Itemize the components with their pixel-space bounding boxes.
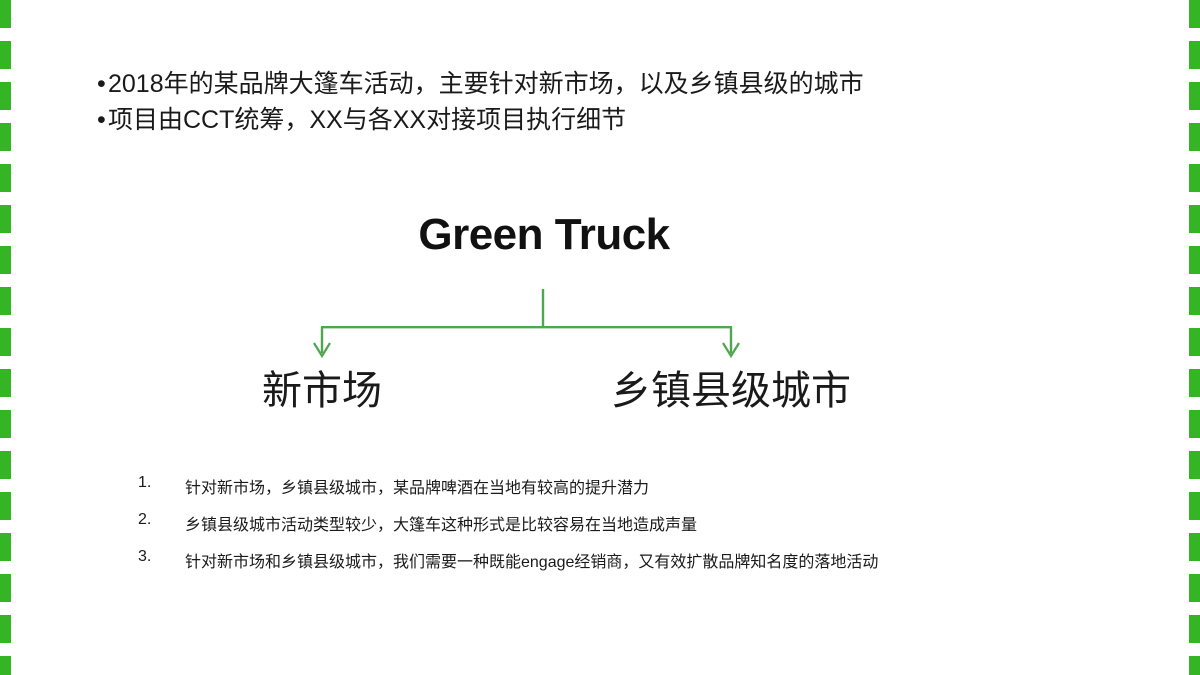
list-item-number: 3. — [138, 548, 152, 565]
list-item: 3. 针对新市场和乡镇县级城市，我们需要一种既能engage经销商，又有效扩散品… — [138, 548, 1138, 585]
list-item: 2. 乡镇县级城市活动类型较少，大篷车这种形式是比较容易在当地造成声量 — [138, 511, 1138, 548]
bullet-marker-icon: • — [97, 106, 106, 134]
bullet-marker-icon: • — [97, 70, 106, 98]
arrowhead-left-icon — [313, 342, 331, 359]
list-item: 1. 针对新市场，乡镇县级城市，某品牌啤酒在当地有较高的提升潜力 — [138, 474, 1138, 511]
green-dashed-left-border — [0, 0, 11, 675]
numbered-list: 1. 针对新市场，乡镇县级城市，某品牌啤酒在当地有较高的提升潜力 2. 乡镇县级… — [138, 474, 1138, 585]
bullet-list: •2018年的某品牌大篷车活动，主要针对新市场，以及乡镇县级的城市 •项目由CC… — [97, 66, 1097, 138]
green-dashed-right-border — [1189, 0, 1200, 675]
bullet-item: •2018年的某品牌大篷车活动，主要针对新市场，以及乡镇县级的城市 — [97, 66, 1097, 102]
list-item-text: 针对新市场，乡镇县级城市，某品牌啤酒在当地有较高的提升潜力 — [185, 480, 650, 497]
arrowhead-right-icon — [722, 342, 740, 359]
diagram-title: Green Truck — [418, 210, 670, 259]
branch-label-new-market: 新市场 — [262, 369, 382, 413]
bullet-item: •项目由CCT统筹，XX与各XX对接项目执行细节 — [97, 102, 1097, 138]
list-item-text: 乡镇县级城市活动类型较少，大篷车这种形式是比较容易在当地造成声量 — [185, 517, 698, 534]
list-item-text: 针对新市场和乡镇县级城市，我们需要一种既能engage经销商，又有效扩散品牌知名… — [185, 554, 879, 571]
bullet-item-text: 2018年的某品牌大篷车活动，主要针对新市场，以及乡镇县级的城市 — [108, 70, 864, 98]
bullet-item-text: 项目由CCT统筹，XX与各XX对接项目执行细节 — [108, 106, 627, 134]
branch-label-township-city: 乡镇县级城市 — [611, 369, 851, 413]
list-item-number: 2. — [138, 511, 152, 528]
list-item-number: 1. — [138, 474, 152, 491]
